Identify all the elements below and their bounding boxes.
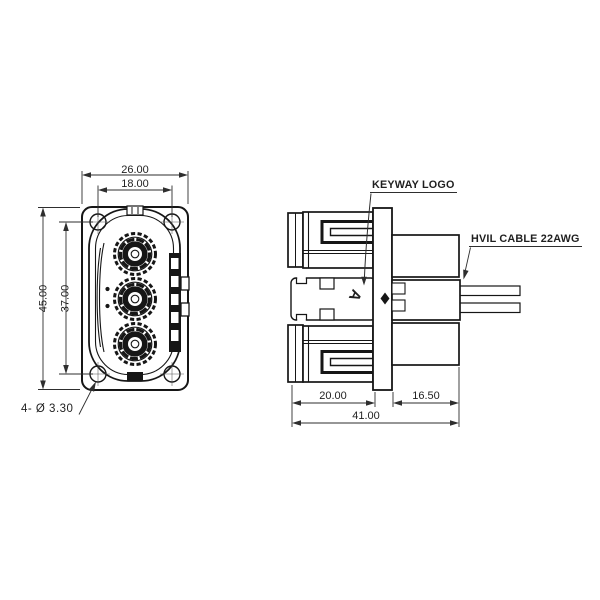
top-slot bbox=[320, 220, 373, 244]
top-notch bbox=[126, 205, 144, 216]
rear-top-block bbox=[391, 234, 460, 278]
latch-tab-lower bbox=[180, 302, 190, 317]
middle-tab-bottom bbox=[319, 308, 335, 321]
latch-tab-upper bbox=[180, 276, 190, 291]
index-dot-lower bbox=[105, 303, 110, 309]
keyway-logo-label: KEYWAY LOGO bbox=[370, 179, 457, 193]
terminal-1 bbox=[113, 232, 157, 276]
hvil-cable-bottom bbox=[458, 302, 521, 314]
side-view bbox=[287, 207, 521, 391]
hvil-tab-bottom bbox=[391, 299, 406, 312]
terminal-2 bbox=[113, 277, 157, 321]
keyway-marker bbox=[380, 292, 390, 305]
dim-front-depth: 20.00 bbox=[319, 389, 347, 402]
bottom-notch bbox=[127, 372, 143, 381]
hvil-leader bbox=[464, 247, 471, 273]
dim-flange-height: 45.00 bbox=[37, 284, 50, 312]
side-dimensions bbox=[291, 193, 471, 427]
seal-crescent bbox=[98, 242, 105, 353]
rear-bottom-block bbox=[391, 322, 460, 366]
middle-notch-bottom bbox=[295, 313, 308, 320]
middle-tab-top bbox=[319, 277, 335, 290]
dim-rear-depth: 16.50 bbox=[412, 389, 440, 402]
keyway-leader bbox=[363, 193, 372, 281]
terminal-3 bbox=[113, 322, 157, 366]
seal-crescent-inner bbox=[96, 247, 102, 348]
bottom-slot bbox=[320, 350, 373, 374]
hole-diameter-callout: 4- Ø 3.30 bbox=[21, 402, 74, 415]
front-dim-arrows bbox=[40, 172, 188, 392]
index-dot-upper bbox=[105, 286, 110, 292]
dim-hole-spacing-x: 18.00 bbox=[121, 177, 149, 190]
dim-total-depth: 41.00 bbox=[352, 409, 380, 422]
dim-hole-spacing-y: 37.00 bbox=[59, 284, 72, 312]
hvil-cable-top bbox=[458, 285, 521, 297]
hvil-tab-top bbox=[391, 282, 406, 295]
middle-notch-top bbox=[295, 278, 308, 285]
front-dimensions bbox=[38, 171, 189, 415]
dim-flange-width: 26.00 bbox=[121, 163, 149, 176]
front-view bbox=[81, 205, 190, 391]
side-dim-arrows bbox=[292, 269, 469, 426]
latch-rail-slots bbox=[171, 258, 179, 341]
hvil-cable-label: HVIL CABLE 22AWG bbox=[469, 233, 582, 247]
